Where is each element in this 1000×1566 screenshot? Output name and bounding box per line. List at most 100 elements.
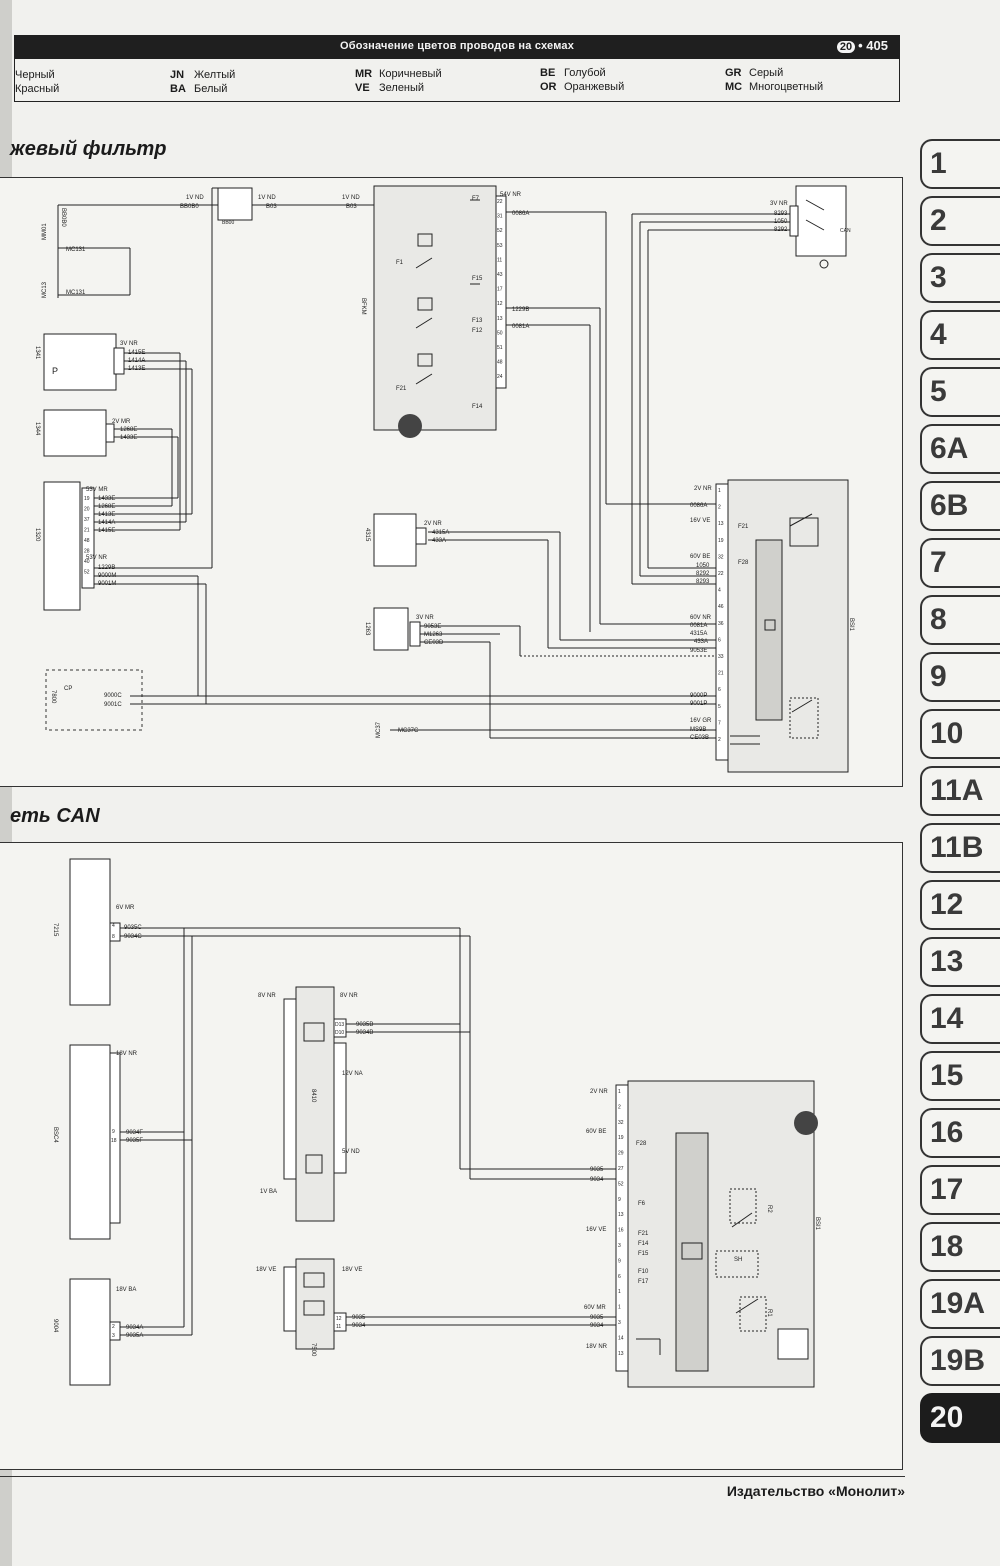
component-bfkm xyxy=(373,185,497,431)
svg-text:BB0B0: BB0B0 xyxy=(180,204,199,210)
svg-text:1415E: 1415E xyxy=(128,350,145,356)
ground-symbol xyxy=(794,1111,818,1135)
page-number: 20• 405 xyxy=(836,38,888,53)
tab-chapter-20[interactable]: 20 xyxy=(920,1393,1000,1443)
bsi-can-pin-number: 2 xyxy=(618,1104,621,1110)
svg-text:F28: F28 xyxy=(738,560,749,566)
bsi-pin-number: 6 xyxy=(718,637,721,643)
section-title-filter: жевый фильтр xyxy=(10,138,167,160)
tab-chapter-4[interactable]: 4 xyxy=(920,310,1000,360)
bfkm-pin-number: 51 xyxy=(497,345,503,351)
svg-text:9000P: 9000P xyxy=(690,693,707,699)
component-can xyxy=(795,185,847,257)
bsi-internal-module xyxy=(755,539,783,721)
tab-chapter-5[interactable]: 5 xyxy=(920,367,1000,417)
svg-text:9053E: 9053E xyxy=(690,648,707,654)
svg-text:18V NR: 18V NR xyxy=(586,1344,608,1350)
legend-item: Красный xyxy=(15,83,60,95)
tab-chapter-12[interactable]: 12 xyxy=(920,880,1000,930)
bfkm-pin-number: 13 xyxy=(497,316,503,322)
svg-text:1413E: 1413E xyxy=(128,366,145,372)
svg-text:12: 12 xyxy=(336,1316,342,1322)
svg-text:53V MR: 53V MR xyxy=(86,487,108,493)
section-title-can: еть CAN xyxy=(10,805,100,827)
svg-text:1050: 1050 xyxy=(696,563,710,569)
svg-text:0086A: 0086A xyxy=(512,211,529,217)
connector-1320-pin-number: 37 xyxy=(84,517,90,523)
svg-text:MC13: MC13 xyxy=(42,281,48,298)
svg-text:1415E: 1415E xyxy=(98,528,115,534)
tab-chapter-15[interactable]: 15 xyxy=(920,1051,1000,1101)
svg-text:CAN: CAN xyxy=(840,228,851,234)
svg-text:18: 18 xyxy=(111,1138,117,1144)
svg-text:3: 3 xyxy=(112,1333,115,1339)
tab-chapter-19b[interactable]: 19B xyxy=(920,1336,1000,1386)
svg-text:F1: F1 xyxy=(396,260,404,266)
tab-chapter-9[interactable]: 9 xyxy=(920,652,1000,702)
svg-text:D10: D10 xyxy=(335,1030,344,1036)
svg-text:16V GR: 16V GR xyxy=(690,718,712,724)
svg-text:MS9B: MS9B xyxy=(690,727,706,733)
bsi-can-pin-number: 3 xyxy=(618,1320,621,1326)
ground-symbol xyxy=(819,259,829,269)
bsi-indicator xyxy=(777,1328,809,1360)
component-1263 xyxy=(373,607,409,651)
tab-chapter-8[interactable]: 8 xyxy=(920,595,1000,645)
tab-chapter-18[interactable]: 18 xyxy=(920,1222,1000,1272)
tab-chapter-2[interactable]: 2 xyxy=(920,196,1000,246)
tab-chapter-10[interactable]: 10 xyxy=(920,709,1000,759)
tab-chapter-19a[interactable]: 19A xyxy=(920,1279,1000,1329)
svg-text:1V BA: 1V BA xyxy=(260,1189,277,1195)
svg-text:1341: 1341 xyxy=(34,346,40,360)
ground-symbol xyxy=(398,414,422,438)
tab-chapter-6a[interactable]: 6A xyxy=(920,424,1000,474)
svg-text:9001M: 9001M xyxy=(98,581,116,587)
svg-text:7500: 7500 xyxy=(310,1343,316,1357)
tab-chapter-3[interactable]: 3 xyxy=(920,253,1000,303)
svg-text:MM01: MM01 xyxy=(42,223,48,240)
bsi-pin-number: 13 xyxy=(718,521,724,527)
component-7215 xyxy=(69,858,111,1006)
bsi-can-pin-number: 19 xyxy=(618,1135,624,1141)
tab-chapter-16[interactable]: 16 xyxy=(920,1108,1000,1158)
tab-chapter-17[interactable]: 17 xyxy=(920,1165,1000,1215)
svg-text:F13: F13 xyxy=(472,318,483,324)
header-bar: Обозначение цветов проводов на схемах 20… xyxy=(14,35,900,59)
tab-chapter-11b[interactable]: 11B xyxy=(920,823,1000,873)
svg-text:6V MR: 6V MR xyxy=(116,905,135,911)
svg-text:2V NR: 2V NR xyxy=(590,1089,608,1095)
bsi-can-pin-number: 13 xyxy=(618,1351,624,1357)
connector-1320-pin-number: 40 xyxy=(84,559,90,565)
tab-chapter-6b[interactable]: 6B xyxy=(920,481,1000,531)
svg-text:1413E: 1413E xyxy=(98,512,115,518)
tab-chapter-1[interactable]: 1 xyxy=(920,139,1000,189)
tab-chapter-7[interactable]: 7 xyxy=(920,538,1000,588)
svg-text:2V MR: 2V MR xyxy=(112,419,131,425)
svg-text:M1263: M1263 xyxy=(424,632,443,638)
bfkm-pin-number: 11 xyxy=(497,257,502,263)
svg-text:54V NR: 54V NR xyxy=(500,192,522,198)
svg-text:9034C: 9034C xyxy=(124,934,142,940)
tab-chapter-14[interactable]: 14 xyxy=(920,994,1000,1044)
tab-chapter-13[interactable]: 13 xyxy=(920,937,1000,987)
bsi-pin-number: 22 xyxy=(718,571,724,577)
bfkm-pin-number: 53 xyxy=(497,243,503,249)
svg-text:0081A: 0081A xyxy=(690,623,707,629)
svg-text:8V NR: 8V NR xyxy=(258,993,276,999)
publisher-footer: Издательство «Монолит» xyxy=(726,1483,905,1499)
svg-text:8293: 8293 xyxy=(696,579,710,585)
svg-text:2V NR: 2V NR xyxy=(694,486,712,492)
svg-text:2V NR: 2V NR xyxy=(424,521,442,527)
bsi-pin-number: 21 xyxy=(718,671,724,677)
tab-chapter-11a[interactable]: 11A xyxy=(920,766,1000,816)
bsi-can-pin-number: 1 xyxy=(618,1089,621,1095)
svg-text:16V VE: 16V VE xyxy=(586,1227,606,1233)
svg-text:18V BA: 18V BA xyxy=(116,1287,136,1293)
svg-text:1263: 1263 xyxy=(364,622,370,636)
svg-text:BB0B0: BB0B0 xyxy=(60,208,66,227)
bsi-pin-number: 32 xyxy=(718,554,724,560)
wiring-diagram-filter: 1V ND 1V ND 1V ND 54V NR 3V NR 3V NR 2V … xyxy=(34,185,854,773)
